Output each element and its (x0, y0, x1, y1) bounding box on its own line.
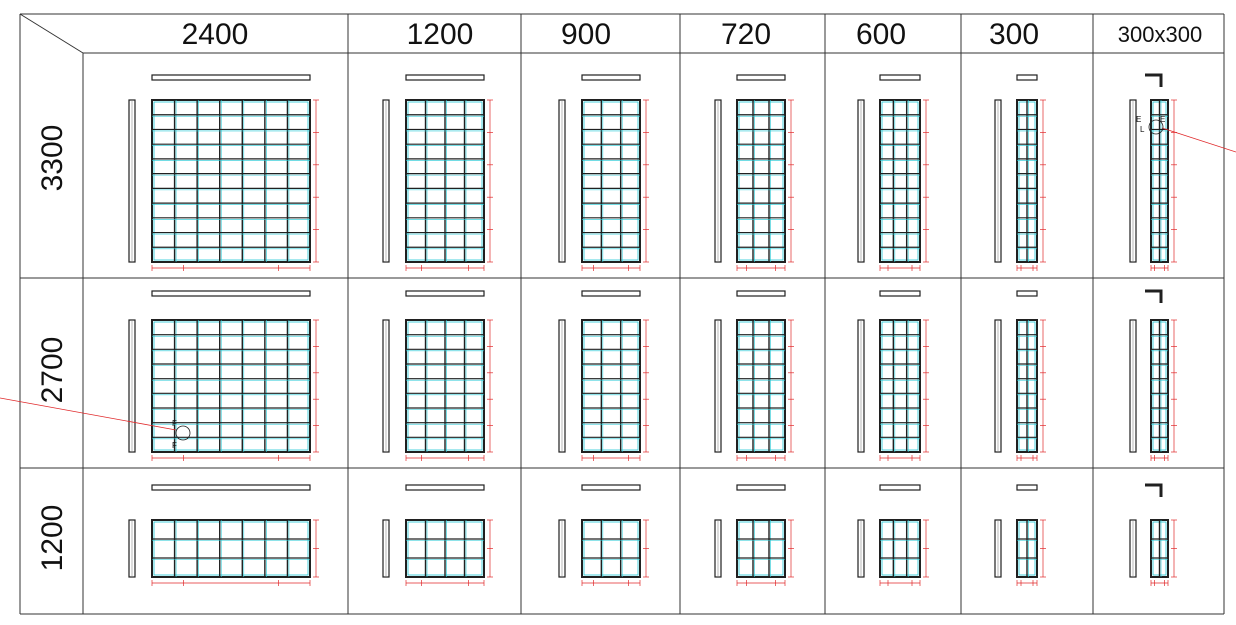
panel-drawing (994, 290, 1046, 461)
panel-drawing (714, 290, 794, 461)
panel-drawing (857, 74, 929, 271)
panel-drawing (128, 290, 319, 461)
panel-drawing (128, 74, 319, 271)
panel-drawing (714, 484, 794, 586)
panel-drawing (558, 484, 649, 586)
row-headers: 3300 2700 1200 (36, 125, 69, 572)
panel-drawing (857, 484, 929, 586)
panel-drawing (994, 74, 1046, 271)
callout-label: E (1160, 115, 1165, 124)
callout-label: L (1140, 125, 1145, 134)
callout-label: F (172, 441, 177, 450)
callout-upper: E L E (1136, 115, 1236, 153)
column-header: 1200 (407, 18, 474, 51)
column-header: 720 (721, 18, 771, 51)
column-header: 2400 (182, 18, 249, 51)
panel-drawing (558, 290, 649, 461)
panel-drawing (382, 74, 493, 271)
callout-label: E (1136, 115, 1141, 124)
panel-drawing (714, 74, 794, 271)
column-header: 300 (989, 18, 1039, 51)
callout-label: F (172, 419, 177, 428)
corner-diagonal (19, 13, 84, 54)
panel-drawing (382, 484, 493, 586)
panel-drawing (1129, 73, 1177, 271)
column-header: 900 (561, 18, 611, 51)
panel-drawing (857, 290, 929, 461)
row-header: 1200 (36, 505, 69, 572)
row-header: 2700 (36, 337, 69, 404)
panel-drawing (1129, 289, 1177, 461)
panel-drawing (1129, 483, 1177, 586)
panel-drawings (128, 73, 1177, 586)
row-header: 3300 (36, 125, 69, 192)
table-grid-lines (19, 13, 1225, 615)
panel-drawing (382, 290, 493, 461)
column-header: 600 (856, 18, 906, 51)
panel-drawing (994, 484, 1046, 586)
column-headers: 2400 1200 900 720 600 300 300x300 (182, 18, 1203, 51)
panel-drawing (558, 74, 649, 271)
panel-drawing (128, 484, 319, 586)
callout-lower: F F (0, 397, 191, 450)
column-header: 300x300 (1118, 22, 1202, 47)
